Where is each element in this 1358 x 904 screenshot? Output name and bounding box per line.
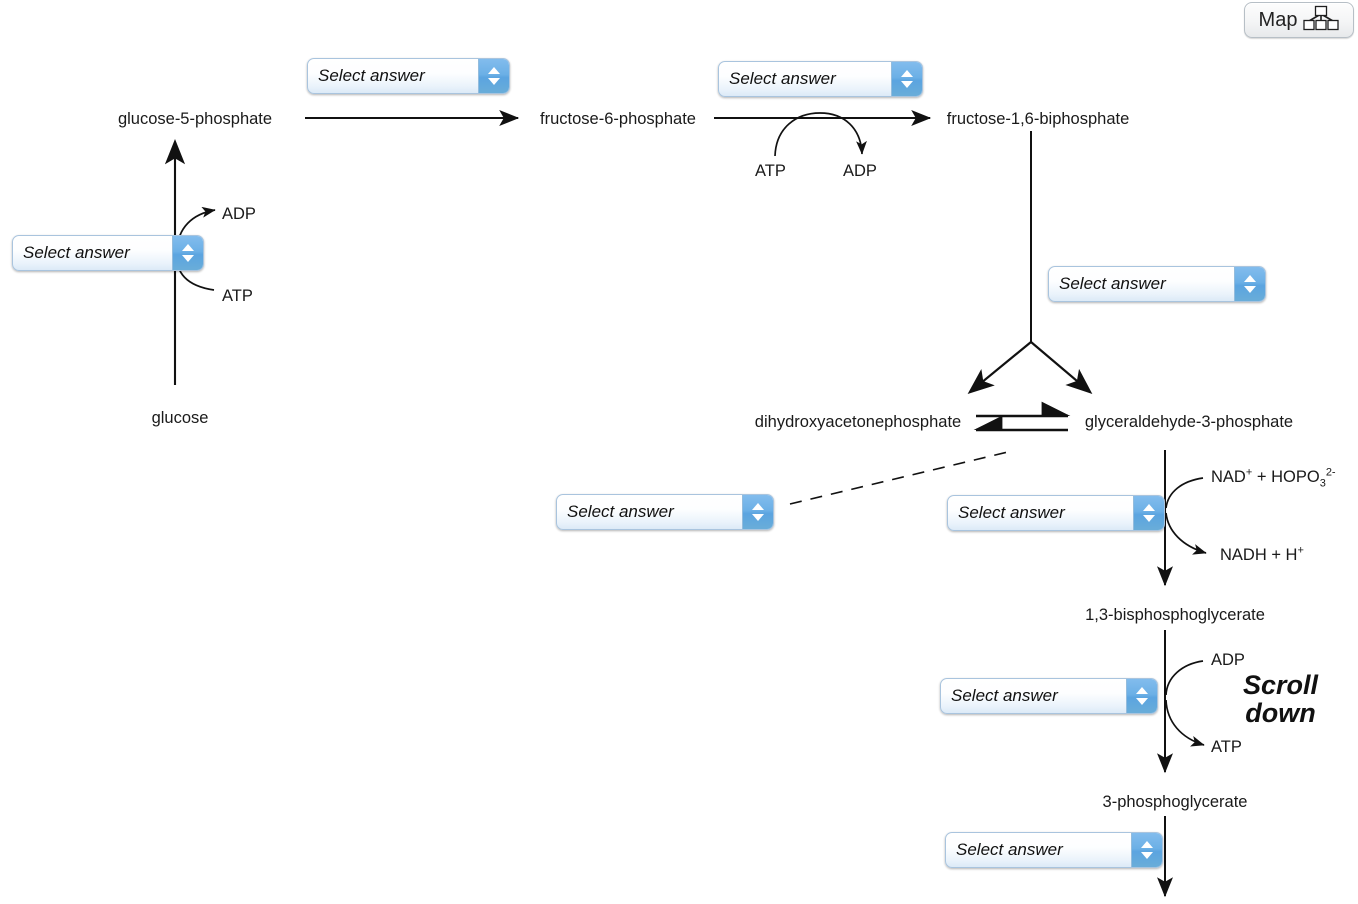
select-answer-value: Select answer bbox=[318, 66, 425, 85]
select-answer-value: Select answer bbox=[956, 840, 1063, 859]
arrow-fbp-split-left bbox=[967, 341, 1032, 394]
map-button[interactable]: Map bbox=[1244, 2, 1354, 38]
chevron-up-icon[interactable] bbox=[752, 503, 764, 510]
chevron-up-icon[interactable] bbox=[1136, 687, 1148, 694]
spinner-button[interactable] bbox=[1131, 833, 1162, 867]
select-answer-value: Select answer bbox=[567, 502, 674, 521]
chevron-up-icon[interactable] bbox=[182, 244, 194, 251]
select-answer-dropdown-enzyme-f6p-to-fbp[interactable]: Select answer bbox=[718, 61, 923, 97]
curve-adp-to-atp-pgk bbox=[1165, 660, 1205, 747]
cofactor-label-atp-pfk: ATP bbox=[755, 162, 786, 180]
molecule-label-glucose: glucose bbox=[151, 409, 209, 427]
chevron-up-icon[interactable] bbox=[1244, 275, 1256, 282]
scroll-down-hint: Scroll down bbox=[1243, 670, 1319, 728]
select-answer-dropdown-enzyme-phosphoglycerate-mutase[interactable]: Select answer bbox=[945, 832, 1163, 868]
map-button-label: Map bbox=[1258, 9, 1298, 31]
molecule-label-3-phosphoglycerate: 3-phosphoglycerate bbox=[1102, 793, 1248, 811]
chevron-up-icon[interactable] bbox=[1141, 841, 1153, 848]
chevron-up-icon[interactable] bbox=[488, 67, 500, 74]
chevron-down-icon[interactable] bbox=[488, 78, 500, 85]
chevron-down-icon[interactable] bbox=[752, 514, 764, 521]
spinner-button[interactable] bbox=[172, 236, 203, 270]
spinner-button[interactable] bbox=[891, 62, 922, 96]
spinner-button[interactable] bbox=[1126, 679, 1157, 713]
spinner-button[interactable] bbox=[742, 495, 773, 529]
hierarchy-map-icon bbox=[1303, 5, 1340, 36]
select-answer-dropdown-enzyme-g5p-to-f6p[interactable]: Select answer bbox=[307, 58, 510, 94]
select-answer-value: Select answer bbox=[23, 243, 130, 262]
select-answer-dropdown-enzyme-glucose-to-g5p[interactable]: Select answer bbox=[12, 235, 204, 271]
molecule-label-glucose-5-phosphate: glucose-5-phosphate bbox=[117, 110, 273, 128]
spinner-button[interactable] bbox=[1133, 496, 1164, 530]
chevron-down-icon[interactable] bbox=[1244, 286, 1256, 293]
molecule-label-fructose-6-phosphate: fructose-6-phosphate bbox=[540, 110, 696, 128]
select-answer-dropdown-enzyme-fbp-aldolase[interactable]: Select answer bbox=[1048, 266, 1266, 302]
chevron-down-icon[interactable] bbox=[1143, 515, 1155, 522]
chevron-down-icon[interactable] bbox=[901, 81, 913, 88]
cofactor-label-atp-hexokinase: ATP bbox=[222, 287, 253, 305]
select-answer-dropdown-enzyme-dhap-isomerase[interactable]: Select answer bbox=[556, 494, 774, 530]
arrow-fbp-split-right bbox=[1030, 341, 1093, 394]
chevron-down-icon[interactable] bbox=[1141, 852, 1153, 859]
molecule-label-dihydroxyacetonephosphate: dihydroxyacetonephosphate bbox=[754, 413, 962, 431]
select-answer-value: Select answer bbox=[729, 69, 836, 88]
molecule-label-glyceraldehyde-3-phosphate: glyceraldehyde-3-phosphate bbox=[1084, 413, 1294, 431]
curve-nad-to-nadh bbox=[1165, 477, 1207, 555]
select-answer-dropdown-enzyme-phosphoglycerate-kinase[interactable]: Select answer bbox=[940, 678, 1158, 714]
cofactor-label-adp-pfk: ADP bbox=[843, 162, 877, 180]
cofactor-label-adp-pgk: ADP bbox=[1211, 651, 1245, 669]
select-answer-value: Select answer bbox=[958, 503, 1065, 522]
select-answer-value: Select answer bbox=[1059, 274, 1166, 293]
chevron-up-icon[interactable] bbox=[901, 70, 913, 77]
molecule-label-fructose-1-6-biphosphate: fructose-1,6-biphosphate bbox=[946, 110, 1130, 128]
spinner-button[interactable] bbox=[478, 59, 509, 93]
cofactor-label-nadh-h-plus: NADH + H+ bbox=[1220, 544, 1304, 564]
chevron-down-icon[interactable] bbox=[1136, 698, 1148, 705]
chevron-up-icon[interactable] bbox=[1143, 504, 1155, 511]
molecule-label-1-3-bisphosphoglycerate: 1,3-bisphosphoglycerate bbox=[1085, 606, 1265, 624]
curve-atp-to-adp-pfk bbox=[774, 112, 867, 157]
select-answer-dropdown-enzyme-g3p-dehydrogenase[interactable]: Select answer bbox=[947, 495, 1165, 531]
select-answer-value: Select answer bbox=[951, 686, 1058, 705]
cofactor-label-adp-hexokinase: ADP bbox=[222, 205, 256, 223]
cofactor-label-nad-plus-phosphate: NAD+ + HOPO32- bbox=[1211, 466, 1336, 490]
spinner-button[interactable] bbox=[1234, 267, 1265, 301]
chevron-down-icon[interactable] bbox=[182, 255, 194, 262]
arrows-dhap-g3p-equilibrium bbox=[973, 401, 1071, 432]
cofactor-label-atp-pgk: ATP bbox=[1211, 738, 1242, 756]
